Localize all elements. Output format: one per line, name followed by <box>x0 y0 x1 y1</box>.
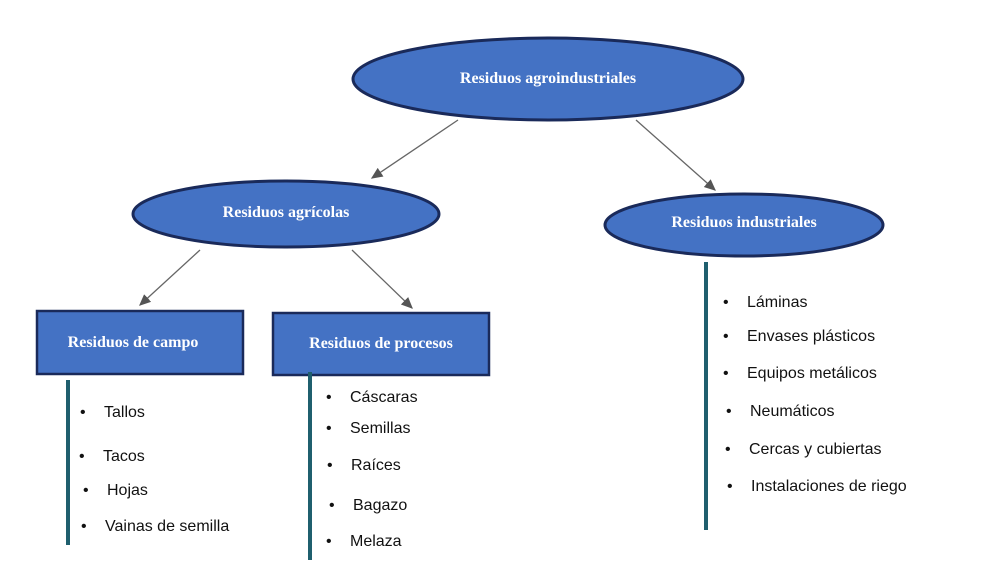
list-item: Neumáticos <box>726 403 835 421</box>
arrow-root-industriales <box>635 119 716 191</box>
list-item: Semillas <box>326 420 411 438</box>
procesos-node <box>271 311 491 377</box>
list-item: Raíces <box>327 457 401 475</box>
list-item: Envases plásticos <box>723 328 875 346</box>
procesos-label: Residuos de procesos <box>309 335 453 352</box>
campo-label: Residuos de campo <box>67 334 199 351</box>
arrow-agricolas-campo <box>139 249 201 306</box>
list-item: Cáscaras <box>326 389 417 407</box>
list-item: Melaza <box>326 533 401 551</box>
arrow-agricolas-procesos <box>351 249 413 309</box>
agricolas-node <box>131 179 441 249</box>
list-item: Vainas de semilla <box>81 518 229 536</box>
arrow-root-agricolas <box>370 119 459 179</box>
list-item: Instalaciones de riego <box>727 478 907 496</box>
campo-node <box>35 309 245 376</box>
list-item: Tallos <box>80 404 145 422</box>
list-item: Cercas y cubiertas <box>725 441 881 459</box>
industriales-node <box>603 192 885 258</box>
root-label: Residuos agroindustriales <box>459 70 637 87</box>
list-item: Bagazo <box>329 497 407 515</box>
industriales-label: Residuos industriales <box>671 214 817 231</box>
list-item: Equipos metálicos <box>723 365 877 383</box>
list-item: Hojas <box>83 482 148 500</box>
agricolas-label: Residuos agrícolas <box>222 204 350 221</box>
list-item: Tacos <box>79 448 145 466</box>
list-item: Láminas <box>723 294 808 312</box>
root-node <box>351 36 745 122</box>
